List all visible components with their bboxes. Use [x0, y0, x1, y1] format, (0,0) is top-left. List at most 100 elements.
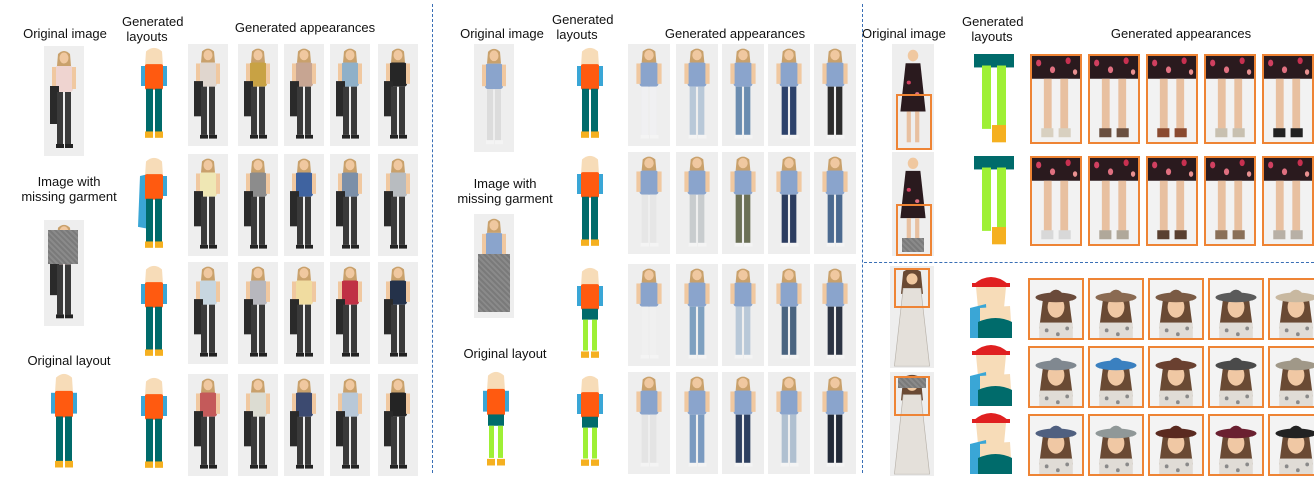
p2-appearance-r3-c1: [628, 264, 670, 366]
p2-appearance-r4-c5: [814, 372, 856, 474]
p3-hat-layout-row2: [966, 342, 1016, 406]
p3-shoe-appearance-box-r1-c3: [1146, 54, 1198, 144]
p3-hat-appearance-box-r2-c3: [1148, 346, 1204, 408]
p1-appearance-r1-c4: [330, 44, 370, 146]
p3-hat-appearance-r3-c2: [1088, 414, 1144, 476]
p3-hat-appearance-r1-c3: [1148, 278, 1204, 340]
p3-shoe-appearance-r1-c3: [1146, 54, 1198, 144]
p1-appearance-r4-c1: [188, 374, 228, 476]
p3-shoe-appearance-box-r1-c4: [1204, 54, 1256, 144]
p2-appearance-r1-c4: [768, 44, 810, 146]
p1-appearance-r3-c2: [238, 262, 278, 364]
p3-hat-appearance-r3-c4: [1208, 414, 1264, 476]
p1-appearance-r3-c3: [284, 262, 324, 364]
p1-appearance-r4-c3: [284, 374, 324, 476]
p1-appearance-r2-c3: [284, 154, 324, 256]
p2-appearance-r4-c4: [768, 372, 810, 474]
p3-shoe-appearance-r1-c4: [1204, 54, 1256, 144]
p1-appearance-r2-c4: [330, 154, 370, 256]
p3-hat-appearance-box-r3-c2: [1088, 414, 1144, 476]
p2-original-layout: [476, 370, 516, 474]
p3-hat-appearance-r3-c3: [1148, 414, 1204, 476]
p2-image-missing-line2: missing garment: [457, 191, 553, 206]
p2-generated-appearances-label: Generated appearances: [664, 26, 806, 41]
p2-appearance-r1-c1: [628, 44, 670, 146]
p1-appearance-r3-c5: [378, 262, 418, 364]
divider-1: [432, 4, 433, 473]
p3-shoe-appearance-r2-c2: [1088, 156, 1140, 246]
p3-shoe-appearance-box-r2-c4: [1204, 156, 1256, 246]
p1-appearance-r4-c5: [378, 374, 418, 476]
p2-appearance-r2-c5: [814, 152, 856, 254]
p3-shoe-layout-row1: [974, 54, 1014, 150]
p3-original-hat-box: [894, 268, 930, 308]
p2-gen-layout-row3: [570, 266, 610, 366]
p3-generated-layouts-label: Generated layouts: [962, 14, 1024, 44]
p3-hat-appearance-box-r1-c5: [1268, 278, 1314, 340]
p3-shoe-appearance-r1-c1: [1030, 54, 1082, 144]
p3-hat-appearance-r2-c1: [1028, 346, 1084, 408]
p3-hat-appearance-box-r2-c2: [1088, 346, 1144, 408]
p1-appearance-r2-c5: [378, 154, 418, 256]
p3-missing-photo-hat: [890, 372, 934, 476]
p2-appearance-r1-c5: [814, 44, 856, 146]
p2-appearance-r2-c3: [722, 152, 764, 254]
p2-image-missing-line1: Image with: [473, 176, 537, 191]
p3-hat-appearance-box-r2-c4: [1208, 346, 1264, 408]
p3-shoe-appearance-r2-c3: [1146, 156, 1198, 246]
p3-hat-layout-row1: [966, 274, 1016, 338]
p1-appearance-r1-c2: [238, 44, 278, 146]
p1-appearance-r4-c2: [238, 374, 278, 476]
p2-appearance-r2-c2: [676, 152, 718, 254]
p1-gen-layout-row1: [134, 46, 174, 146]
p3-shoe-appearance-r1-c2: [1088, 54, 1140, 144]
p1-generated-layouts-label: Generated layouts: [122, 14, 184, 44]
p3-hat-appearance-box-r3-c5: [1268, 414, 1314, 476]
p3-hat-appearance-r1-c1: [1028, 278, 1084, 340]
p2-gen-layout-row4: [570, 374, 610, 474]
p3-hat-appearance-box-r3-c4: [1208, 414, 1264, 476]
p2-gen-layout-row2: [570, 154, 610, 254]
p1-appearance-r1-c5: [378, 44, 418, 146]
p3-missing-hat-region: [898, 378, 926, 388]
p3-shoe-appearance-box-r2-c1: [1030, 156, 1082, 246]
p3-hat-appearance-box-r2-c5: [1268, 346, 1314, 408]
p3-hat-appearance-r1-c2: [1088, 278, 1144, 340]
p1-gen-layout-row4: [134, 376, 174, 476]
p3-shoe-appearance-r2-c1: [1030, 156, 1082, 246]
p3-shoe-appearance-box-r2-c2: [1088, 156, 1140, 246]
p3-shoe-appearance-r2-c4: [1204, 156, 1256, 246]
p2-appearance-r3-c5: [814, 264, 856, 366]
p3-original-photo-shoes: [892, 44, 934, 150]
p3-shoe-appearance-box-r1-c1: [1030, 54, 1082, 144]
p1-missing-region: [48, 230, 78, 264]
p3-generated-appearances-label: Generated appearances: [1110, 26, 1252, 41]
p3-hat-appearance-r2-c2: [1088, 346, 1144, 408]
p3-hat-layout-row3: [966, 410, 1016, 474]
p1-appearance-r3-c1: [188, 262, 228, 364]
p3-missing-hat-box: [894, 376, 930, 416]
p3-hat-appearance-box-r1-c3: [1148, 278, 1204, 340]
p3-missing-shoes-region: [902, 238, 924, 252]
p1-appearance-r2-c1: [188, 154, 228, 256]
p3-missing-shoes-box: [896, 204, 932, 256]
p3-hat-appearance-box-r1-c4: [1208, 278, 1264, 340]
p2-original-photo: [474, 44, 514, 152]
p2-appearance-r4-c1: [628, 372, 670, 474]
p1-image-missing-line1: Image with: [37, 174, 101, 189]
p3-shoe-appearance-box-r1-c5: [1262, 54, 1314, 144]
p1-appearance-r4-c4: [330, 374, 370, 476]
p1-generated-layouts-text: Generated layouts: [122, 14, 184, 44]
p1-gen-layout-row3: [134, 264, 174, 364]
p1-generated-appearances-label: Generated appearances: [234, 20, 376, 35]
p2-appearance-r3-c2: [676, 264, 718, 366]
p3-generated-layouts-text: Generated layouts: [962, 14, 1024, 44]
p3-hat-appearance-r1-c5: [1268, 278, 1314, 340]
p3-shoe-appearance-box-r2-c3: [1146, 156, 1198, 246]
p2-generated-layouts-label: Generated layouts: [552, 12, 613, 42]
p2-image-missing-label: Image with missing garment: [450, 176, 560, 206]
p3-hat-appearance-r2-c4: [1208, 346, 1264, 408]
p1-appearance-r3-c4: [330, 262, 370, 364]
p3-shoe-layout-row2: [974, 156, 1014, 252]
p2-missing-region: [478, 254, 510, 312]
